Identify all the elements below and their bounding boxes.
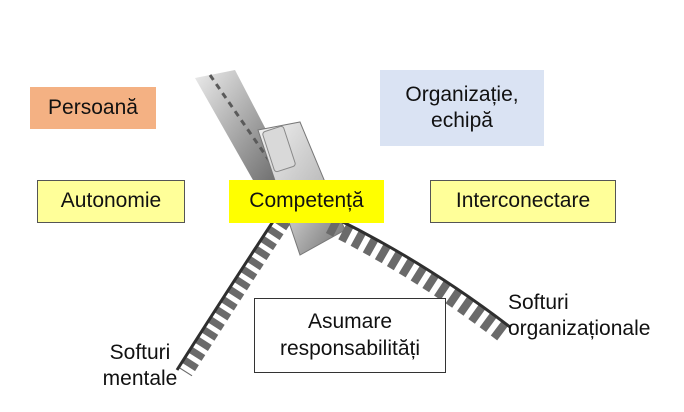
asumare-label-line1: Asumare xyxy=(307,310,393,334)
autonomie-box: Autonomie xyxy=(37,180,185,223)
persoana-label: Persoană xyxy=(48,95,138,119)
competenta-box: Competență xyxy=(229,180,384,223)
softuri-organizationale-label: Softuri organizaționale xyxy=(508,291,651,341)
organizatie-box: Organizație, echipă xyxy=(380,70,544,146)
competenta-label: Competență xyxy=(249,189,364,213)
right-zipper-teeth xyxy=(325,216,511,343)
softuri-mentale-label: Softuri mentale xyxy=(102,341,178,391)
asumare-box: Asumare responsabilități xyxy=(254,298,446,373)
autonomie-label: Autonomie xyxy=(60,189,162,213)
asumare-label-line2: responsabilități xyxy=(279,336,421,360)
organizatie-label: Organizație, echipă xyxy=(405,82,519,132)
interconectare-box: Interconectare xyxy=(430,180,616,223)
interconectare-label: Interconectare xyxy=(455,189,591,213)
bottom-divider xyxy=(0,405,684,412)
persoana-box: Persoană xyxy=(30,87,156,129)
